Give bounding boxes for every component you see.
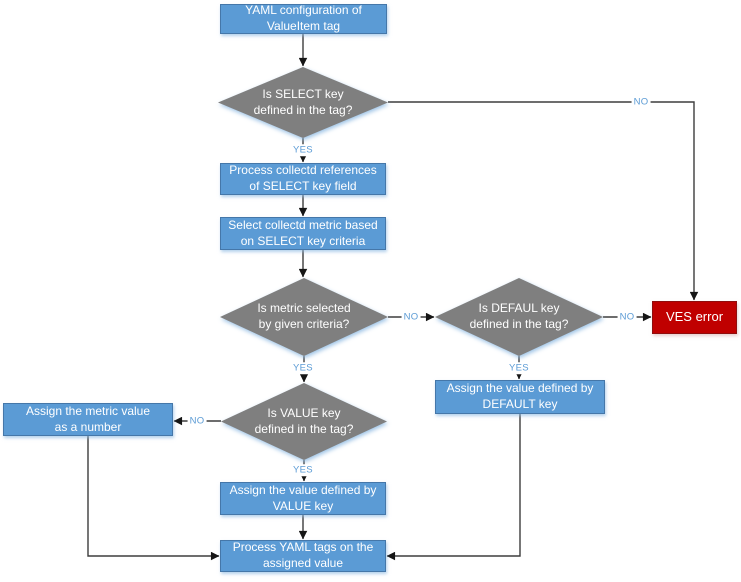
node-process-yaml-tags-label: Process YAML tags on the assigned value — [232, 540, 374, 570]
node-assign-value-label: Assign the value defined by VALUE key — [229, 482, 377, 513]
node-assign-metric-number: Assign the metric value as a number — [3, 403, 173, 436]
node-assign-default-label: Assign the value defined by DEFAULT key — [446, 381, 594, 411]
edge-label-value-no: NO — [187, 415, 207, 427]
node-ves-error: VES error — [652, 301, 737, 334]
edge-label-value-yes: YES — [291, 464, 315, 476]
node-process-references-label: Process collectd references of SELECT ke… — [229, 163, 377, 193]
node-select-metric: Select collectd metric based on SELECT k… — [220, 217, 386, 250]
node-start-label: YAML configuration of ValueItem tag — [245, 3, 362, 33]
edge-label-select-yes: YES — [291, 144, 315, 156]
decision-select-key: Is SELECT key defined in the tag? — [218, 67, 388, 138]
decision-value-key: Is VALUE key defined in the tag? — [221, 383, 387, 460]
node-process-yaml-tags: Process YAML tags on the assigned value — [220, 540, 386, 572]
diamond-shape: Is VALUE key defined in the tag? — [221, 383, 387, 460]
edge-label-default-yes: YES — [507, 362, 531, 374]
node-select-metric-label: Select collectd metric based on SELECT k… — [228, 217, 378, 248]
diamond-shape: Is DEFAUL key defined in the tag? — [435, 278, 603, 356]
node-assign-value: Assign the value defined by VALUE key — [220, 482, 386, 515]
node-assign-default: Assign the value defined by DEFAULT key — [435, 380, 605, 414]
decision-select-key-label: Is SELECT key defined in the tag? — [253, 86, 353, 117]
decision-metric-selected: Is metric selected by given criteria? — [220, 278, 388, 356]
node-process-references: Process collectd references of SELECT ke… — [220, 163, 386, 195]
decision-value-key-label: Is VALUE key defined in the tag? — [254, 405, 354, 436]
diamond-shape: Is SELECT key defined in the tag? — [218, 67, 388, 138]
decision-default-key-label: Is DEFAUL key defined in the tag? — [469, 301, 569, 331]
edge-label-default-no: NO — [617, 311, 637, 323]
edge-label-metric-yes: YES — [291, 362, 315, 374]
diamond-shape: Is metric selected by given criteria? — [220, 278, 388, 356]
decision-metric-selected-label: Is metric selected by given criteria? — [257, 301, 351, 331]
edge-label-metric-no: NO — [401, 311, 421, 323]
node-start: YAML configuration of ValueItem tag — [220, 3, 387, 34]
node-assign-metric-number-label: Assign the metric value as a number — [25, 403, 151, 434]
node-ves-error-label: VES error — [665, 309, 724, 325]
edge-label-select-no: NO — [631, 96, 651, 108]
decision-default-key: Is DEFAUL key defined in the tag? — [435, 278, 603, 356]
